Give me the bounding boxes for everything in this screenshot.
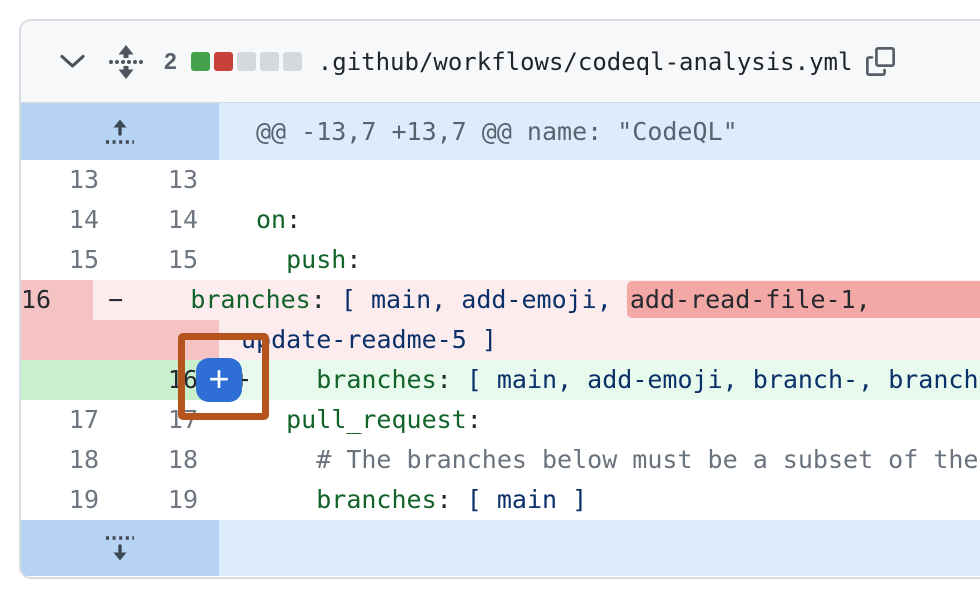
code-content: # The branches below must be a subset of… <box>219 440 980 480</box>
code-segment: branches <box>316 485 437 514</box>
add-comment-button[interactable]: + <box>196 358 242 402</box>
code-segment: : <box>286 205 302 234</box>
new-line-number <box>120 320 219 360</box>
code-segment: : <box>346 245 362 274</box>
expand-down-icon <box>102 534 138 562</box>
diffstat <box>190 52 302 71</box>
file-header: 2 .github/workflows/codeql-analysis.yml <box>21 21 980 103</box>
old-line-number <box>21 320 120 360</box>
code-content: pull_request: <box>219 400 980 440</box>
diffstat-block-neutral <box>282 52 302 71</box>
diffstat-block-deletion <box>213 52 233 71</box>
code-segment <box>256 245 286 274</box>
code-cell: − branches: [ main, add-emoji, add-read-… <box>93 280 980 320</box>
new-line-number[interactable]: 17 <box>120 400 219 440</box>
old-line-number[interactable]: 16 <box>21 280 73 320</box>
new-line-number[interactable]: 14 <box>120 200 219 240</box>
expand-up-button[interactable] <box>21 103 219 160</box>
copy-path-button[interactable] <box>866 47 896 76</box>
old-line-number[interactable]: 18 <box>21 440 120 480</box>
file-path: .github/workflows/codeql-analysis.yml <box>317 47 853 76</box>
old-line-number <box>21 360 120 400</box>
code-content: push: <box>219 240 980 280</box>
code-content: branches: [ main, add-emoji, branch-, br… <box>219 360 980 400</box>
code-segment <box>256 365 316 394</box>
new-line-number <box>72 280 94 320</box>
code-cell: push: <box>219 240 980 280</box>
code-cell: pull_request: <box>219 400 980 440</box>
code-cell: update-readme-5 ] <box>219 320 980 360</box>
code-cell <box>219 160 980 200</box>
expand-down-button[interactable] <box>21 520 219 576</box>
expand-bottom-fill <box>219 520 980 576</box>
code-segment: : <box>436 485 452 514</box>
code-segment: push <box>286 245 347 274</box>
new-line-number[interactable]: 15 <box>120 240 219 280</box>
code-segment <box>130 285 190 314</box>
diffstat-block-neutral <box>259 52 279 71</box>
code-segment: # The branches below must be a subset of… <box>316 445 979 474</box>
code-segment: update-readme-5 ] <box>241 325 497 354</box>
code-cell: on: <box>219 200 980 240</box>
code-segment: : <box>436 365 452 394</box>
collapse-file-button[interactable] <box>59 53 86 70</box>
code-segment: on <box>256 205 287 234</box>
new-line-number[interactable]: 18 <box>120 440 219 480</box>
new-line-number[interactable]: 13 <box>120 160 219 200</box>
drag-handle[interactable] <box>106 42 146 82</box>
diff-row: update-readme-5 ] <box>21 320 980 360</box>
file-diff-panel: 2 .github/workflows/codeql-analysis.yml <box>19 19 980 579</box>
code-segment: branches <box>316 365 437 394</box>
old-line-number[interactable]: 13 <box>21 160 120 200</box>
code-content: branches: [ main ] <box>219 480 980 520</box>
unfold-vertical-icon <box>106 42 146 82</box>
hunk-header-row: @@ -13,7 +13,7 @@ name: "CodeQL" <box>21 103 980 160</box>
code-content: on: <box>219 200 980 240</box>
code-cell: + branches: [ main, add-emoji, branch-, … <box>219 360 980 400</box>
diff-row: 16 − branches: [ main, add-emoji, add-rea… <box>21 280 980 320</box>
code-segment <box>256 445 316 474</box>
changed-lines-count: 2 <box>164 48 177 74</box>
code-segment: add-read-file-1, <box>626 281 980 318</box>
diff-marker: − <box>108 285 124 314</box>
code-segment: : <box>310 285 326 314</box>
hunk-header-text: @@ -13,7 +13,7 @@ name: "CodeQL" <box>219 103 980 160</box>
code-segment: [ main ] <box>451 485 588 514</box>
code-segment: [ main, add-emoji, <box>325 285 627 314</box>
expand-bottom-row <box>21 520 980 576</box>
chevron-down-icon <box>59 53 86 70</box>
diff-row: 16+ branches: [ main, add-emoji, branch-… <box>21 360 980 400</box>
code-content: branches: [ main, add-emoji, add-read-fi… <box>93 280 980 320</box>
code-segment: branches <box>190 285 311 314</box>
diffstat-block-addition <box>190 52 210 71</box>
code-segment: [ main, add-emoji, branch-, branch- <box>451 365 980 394</box>
old-line-number[interactable]: 15 <box>21 240 120 280</box>
code-segment: : <box>466 405 482 434</box>
code-segment <box>256 485 316 514</box>
expand-up-icon <box>102 118 138 146</box>
code-cell: # The branches below must be a subset of… <box>219 440 980 480</box>
old-line-number[interactable]: 19 <box>21 480 120 520</box>
code-segment <box>256 405 286 434</box>
diffstat-block-neutral <box>236 52 256 71</box>
code-content: update-readme-5 ] <box>219 320 980 360</box>
code-segment: pull_request <box>286 405 467 434</box>
old-line-number[interactable]: 17 <box>21 400 120 440</box>
code-cell: branches: [ main ] <box>219 480 980 520</box>
copy-icon <box>866 47 896 76</box>
new-line-number[interactable]: 19 <box>120 480 219 520</box>
old-line-number[interactable]: 14 <box>21 200 120 240</box>
